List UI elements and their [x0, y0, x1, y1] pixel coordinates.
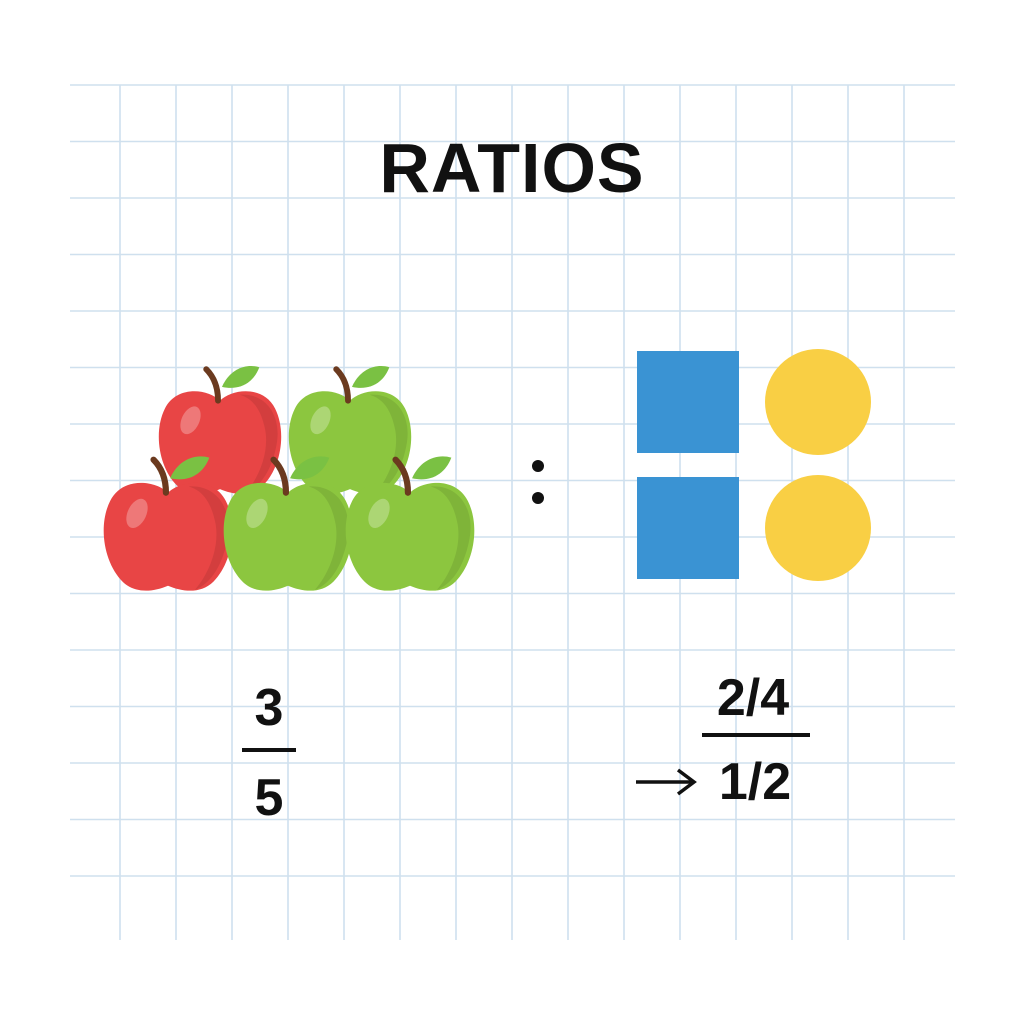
- fraction-bar-right: [702, 733, 810, 737]
- fraction-bar: [242, 748, 296, 752]
- page-title: RATIOS: [379, 129, 645, 207]
- blue-square: [637, 351, 739, 453]
- simplified-ratio: 1/2: [718, 753, 792, 811]
- right-arrow-icon: [636, 768, 697, 796]
- fraction-denominator: 5: [254, 769, 284, 827]
- fraction-numerator: 3: [254, 679, 284, 737]
- green-apple-icon: [223, 456, 353, 591]
- green-apple-icon: [345, 456, 475, 591]
- blue-square: [637, 477, 739, 579]
- ratio-colon: [532, 460, 544, 504]
- red-apple-icon: [103, 456, 233, 591]
- yellow-circle: [765, 475, 871, 581]
- yellow-circle: [765, 349, 871, 455]
- fraction-numerator-2-4: 2/4: [716, 669, 790, 727]
